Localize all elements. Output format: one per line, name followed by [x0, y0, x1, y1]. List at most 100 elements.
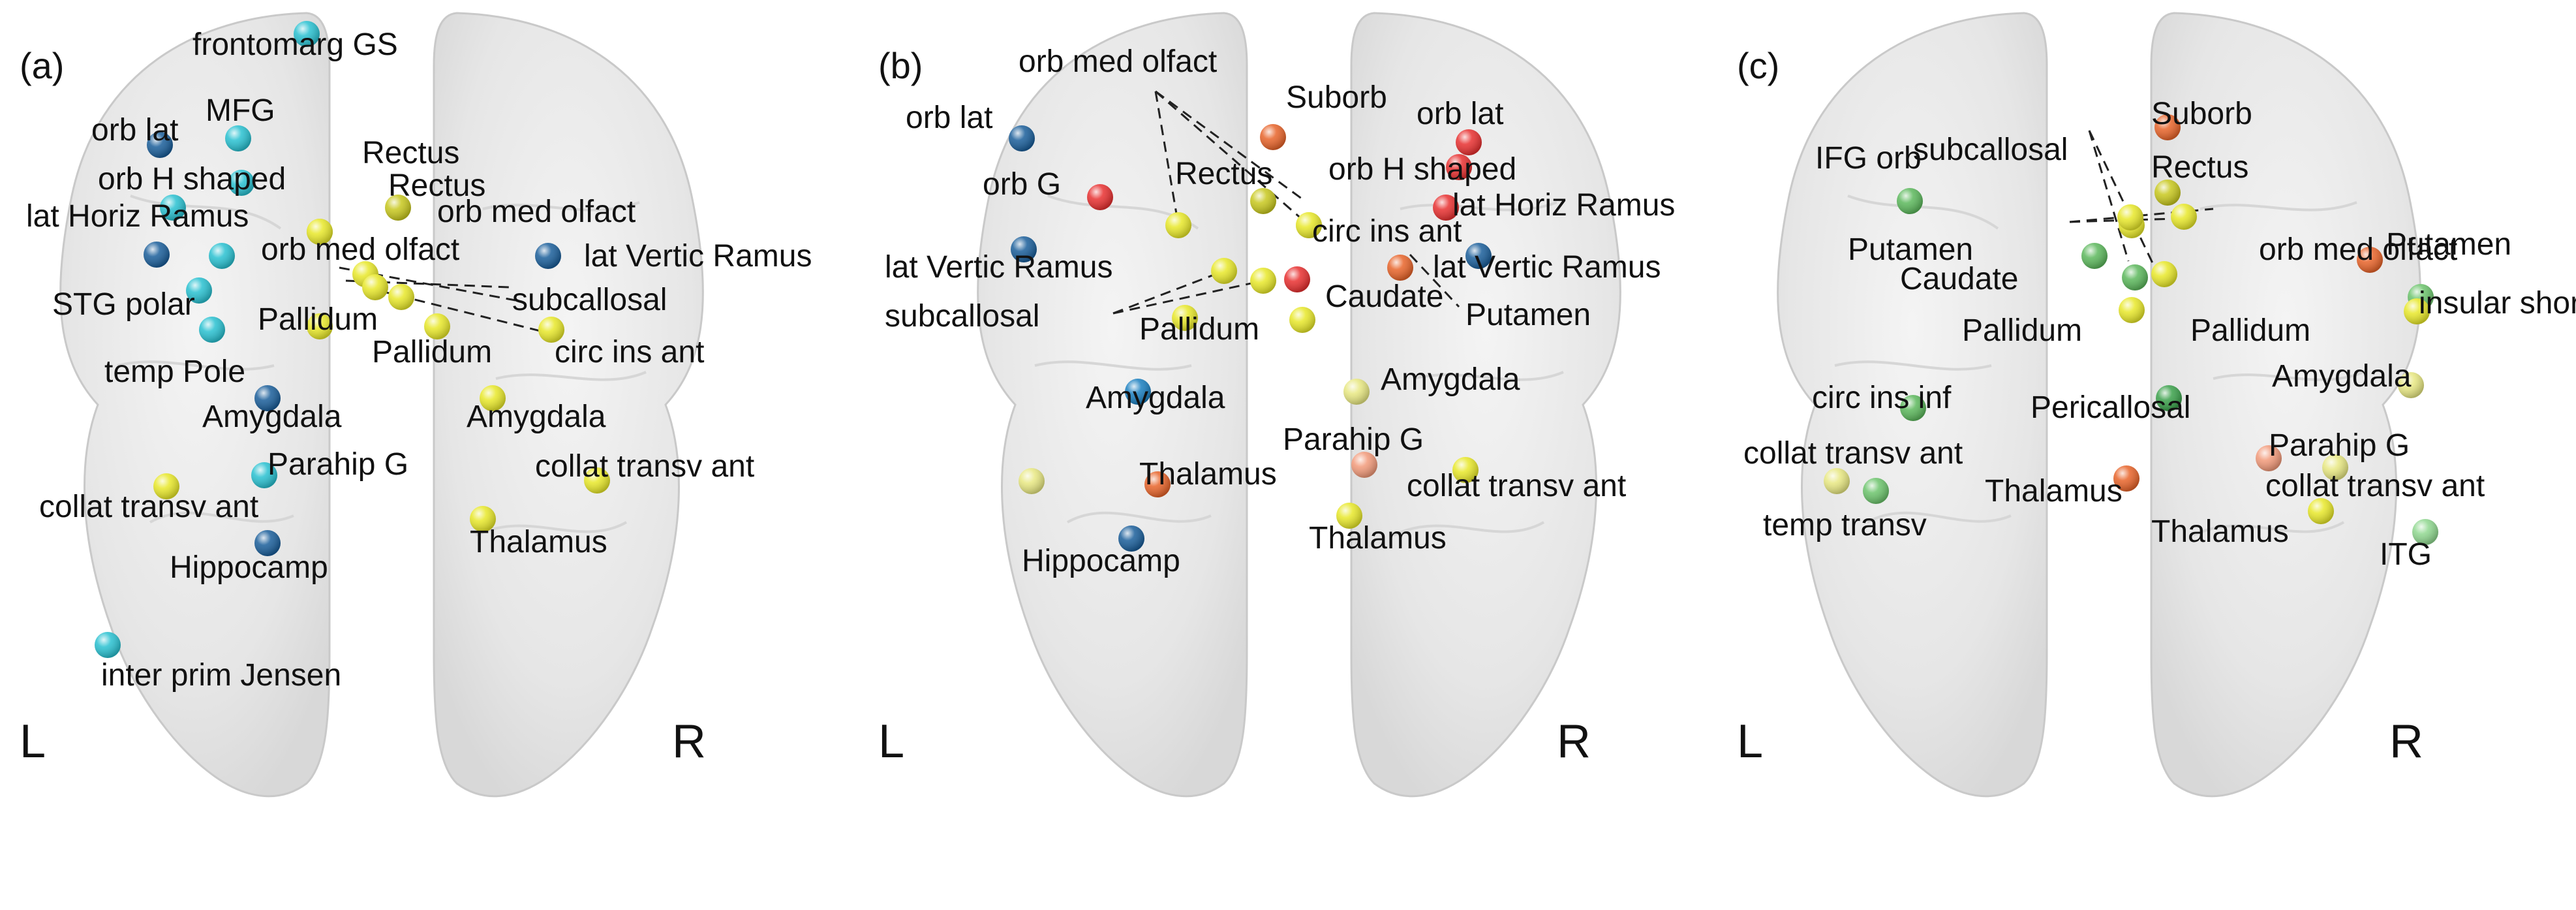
region-label: circ ins ant — [555, 335, 704, 369]
region-node-amygdala — [1125, 379, 1151, 405]
region-node-thalamus — [2308, 498, 2334, 524]
region-label: Pallidum — [1962, 313, 2082, 348]
region-node-circ-ins-ant — [538, 317, 564, 343]
region-label: orb lat — [1417, 97, 1503, 131]
region-node-subcallosal — [362, 274, 388, 300]
node-shading — [1260, 124, 1286, 150]
region-label: Parahip G — [1283, 422, 1424, 457]
region-node-lat-horiz-ramus — [160, 195, 186, 221]
region-label: Rectus — [2151, 150, 2248, 185]
node-shading — [1172, 305, 1198, 331]
region-node-putamen — [1387, 255, 1413, 281]
panel-label: (a) — [20, 45, 64, 86]
region-node-frontomarg-gs — [294, 21, 320, 47]
region-node-caudate — [1284, 266, 1310, 292]
region-label: MFG — [206, 93, 275, 128]
node-shading — [1456, 129, 1482, 155]
region-node-orb-med-olfact — [1165, 212, 1191, 238]
region-node-collat-transv-ant — [1452, 457, 1479, 483]
region-node-itg — [2412, 519, 2438, 545]
region-label: lat Horiz Ramus — [26, 199, 249, 234]
region-label: Hippocamp — [170, 550, 328, 585]
node-shading — [2357, 247, 2383, 273]
region-label: Pallidum — [372, 335, 492, 369]
region-label: orb med olfact — [261, 232, 459, 267]
region-label: subcallosal — [512, 283, 667, 317]
node-shading — [1087, 184, 1113, 210]
region-label: insular short — [2419, 286, 2576, 321]
node-shading — [362, 274, 388, 300]
region-node-pallidum — [2404, 298, 2430, 324]
region-node-collat-transv-ant — [1019, 468, 1045, 494]
region-node-parahip-g — [1351, 452, 1377, 478]
node-shading — [2117, 204, 2143, 230]
node-shading — [2398, 372, 2424, 398]
region-node-putamen — [2357, 247, 2383, 273]
region-node-collat-transv-ant — [153, 473, 179, 499]
node-shading — [2404, 298, 2430, 324]
region-label: orb med olfact — [437, 195, 636, 229]
region-label: STG polar — [52, 287, 195, 322]
region-label: orb H shaped — [98, 162, 286, 196]
region-label: Rectus — [1175, 157, 1272, 191]
region-label: circ ins inf — [1812, 381, 1952, 415]
node-shading — [388, 284, 414, 310]
node-shading — [1250, 188, 1276, 214]
region-label: Pallidum — [2190, 313, 2310, 348]
node-shading — [2122, 264, 2148, 290]
region-label: lat Horiz Ramus — [1452, 188, 1675, 223]
region-node-orb-h-shaped — [1446, 154, 1472, 180]
node-shading — [1296, 212, 1322, 238]
region-node-rectus — [1250, 188, 1276, 214]
region-label: Amygdala — [467, 400, 606, 434]
region-label: lat Vertic Ramus — [885, 250, 1112, 285]
brain-outline — [977, 12, 1621, 798]
node-shading — [1863, 478, 1889, 504]
node-shading — [1144, 471, 1171, 497]
right-side-label: R — [2389, 715, 2423, 768]
node-shading — [1211, 258, 1237, 284]
node-shading — [254, 530, 281, 556]
node-shading — [480, 385, 506, 411]
node-shading — [535, 243, 561, 269]
node-shading — [1011, 236, 1037, 262]
region-node-amygdala — [2398, 372, 2424, 398]
region-label: lat Vertic Ramus — [1433, 250, 1661, 285]
panel-label: (b) — [878, 45, 923, 86]
region-node-circ-ins-inf — [1900, 395, 1926, 421]
region-label: IFG orb — [1815, 141, 1922, 176]
left-side-label: L — [20, 715, 46, 768]
node-shading — [1351, 452, 1377, 478]
node-shading — [225, 125, 251, 151]
region-label: Putamen — [1465, 298, 1591, 332]
region-label: collat transv ant — [1407, 469, 1626, 503]
region-label: collat transv ant — [2265, 469, 2485, 503]
region-label: orb med olfact — [1019, 44, 1217, 79]
region-label: subcallosal — [885, 299, 1039, 334]
region-label: orb G — [983, 167, 1061, 202]
region-node-thalamus — [2113, 465, 2139, 492]
left-side-label: L — [1737, 715, 1763, 768]
region-node-rectus — [2154, 180, 2181, 206]
region-label: temp transv — [1763, 508, 1927, 542]
node-shading — [1284, 266, 1310, 292]
node-shading — [147, 132, 173, 158]
region-node-hippocamp — [254, 530, 281, 556]
region-label: orb H shaped — [1328, 152, 1516, 187]
region-label: Pericallosal — [2031, 390, 2190, 425]
region-label: collat transv ant — [1743, 436, 1963, 471]
region-label: Parahip G — [268, 447, 408, 482]
node-shading — [294, 21, 320, 47]
region-node-lat-vertic-ramus — [1465, 243, 1492, 269]
region-node-amygdala — [480, 385, 506, 411]
node-shading — [2256, 445, 2282, 471]
region-node-thalamus — [470, 506, 496, 532]
node-shading — [2412, 519, 2438, 545]
region-node-pallidum — [2119, 297, 2145, 323]
region-label: temp Pole — [104, 354, 245, 389]
region-label: collat transv ant — [39, 490, 258, 524]
region-label: orb med olfact — [2259, 232, 2457, 267]
node-shading — [160, 195, 186, 221]
region-label: Parahip G — [2269, 428, 2410, 463]
